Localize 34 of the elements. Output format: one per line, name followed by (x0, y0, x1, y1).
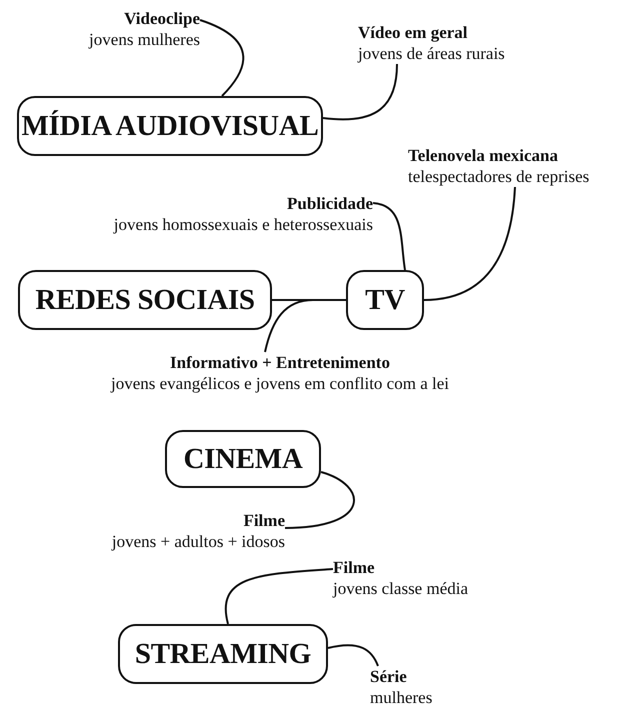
audience-text: jovens + adultos + idosos (112, 531, 285, 552)
genre-heading: Filme (243, 510, 285, 531)
genre-heading: Série (370, 666, 407, 687)
audience-text: mulheres (370, 687, 432, 708)
connector-line (284, 471, 355, 529)
audience-text: jovens homossexuais e heterossexuais (114, 214, 373, 235)
connector-line (264, 299, 346, 352)
connector-line (424, 186, 516, 301)
box-title: STREAMING (134, 638, 312, 670)
genre-heading: Publicidade (287, 193, 373, 214)
audience-text: jovens de áreas rurais (358, 43, 505, 64)
genre-heading: Telenovela mexicana (408, 145, 558, 166)
connector-line (328, 644, 379, 666)
box-title: REDES SOCIAIS (35, 284, 255, 316)
rounded-box (18, 270, 272, 330)
connector-line (200, 19, 244, 97)
connector-line (224, 568, 334, 624)
connector-line (372, 202, 406, 270)
genre-heading: Informativo + Entretenimento (170, 352, 390, 373)
rounded-box (165, 430, 321, 488)
audience-text: jovens mulheres (89, 29, 200, 50)
audience-text: jovens evangélicos e jovens em conflito com a lei (110, 373, 449, 394)
audience-text: telespectadores de reprises (408, 166, 590, 187)
rounded-box (17, 96, 323, 156)
connector-line (322, 64, 398, 120)
box-title: TV (365, 284, 405, 316)
box-title: MÍDIA AUDIOVISUAL (21, 110, 319, 142)
audience-text: jovens classe média (333, 578, 468, 599)
genre-heading: Filme (333, 557, 375, 578)
genre-heading: Videoclipe (124, 8, 200, 29)
box-title: CINEMA (183, 442, 303, 476)
rounded-box (118, 624, 328, 684)
rounded-box (346, 270, 424, 330)
genre-heading: Vídeo em geral (358, 22, 468, 43)
